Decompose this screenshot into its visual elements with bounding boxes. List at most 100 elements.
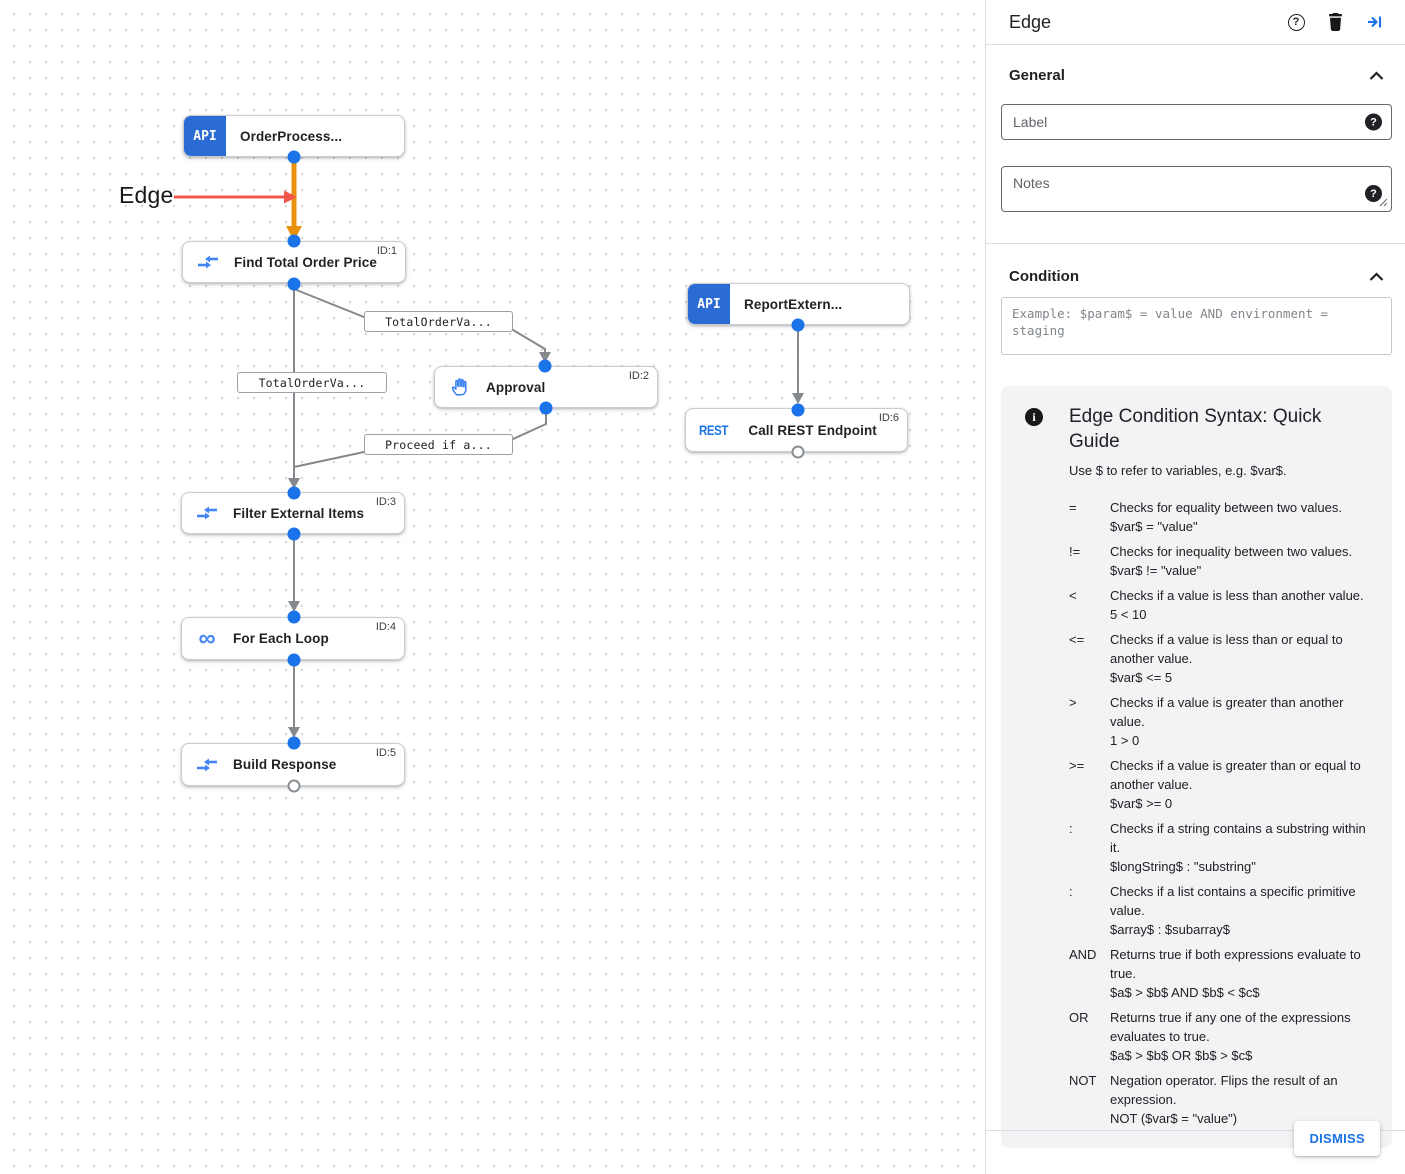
node-approval[interactable]: Approval ID:2 <box>434 366 658 408</box>
general-heading: General <box>1009 67 1065 84</box>
connection-point[interactable] <box>287 486 301 500</box>
edge-properties-panel: Edge ? General <box>985 0 1405 1174</box>
connection-point[interactable] <box>287 150 301 164</box>
panel-title: Edge <box>1009 11 1052 32</box>
connection-point[interactable] <box>791 403 805 417</box>
guide-row: <Checks if a value is less than another … <box>1069 586 1376 624</box>
connection-point[interactable] <box>287 277 301 291</box>
api-trigger-icon: API <box>184 116 226 156</box>
guide-row: :Checks if a list contains a specific pr… <box>1069 882 1376 939</box>
node-title: Find Total Order Price <box>234 254 377 270</box>
edges-layer <box>174 162 804 738</box>
help-icon[interactable]: ? <box>1286 12 1306 32</box>
guide-example: $var$ >= 0 <box>1110 796 1173 811</box>
guide-description: Negation operator. Flips the result of a… <box>1110 1073 1338 1107</box>
rest-icon: REST <box>699 422 728 438</box>
guide-row: > Checks if a value is greater than anoth… <box>1069 693 1376 750</box>
guide-operator: != <box>1069 544 1081 559</box>
collapse-panel-icon[interactable] <box>1364 12 1384 32</box>
notes-help-icon[interactable]: ? <box>1365 185 1382 202</box>
annotation-arrow <box>174 190 297 204</box>
guide-operator: NOT <box>1069 1073 1097 1088</box>
connection-point-open[interactable] <box>287 779 301 793</box>
condition-section: Condition i Edge Condition Syntax: Quick… <box>986 244 1405 1148</box>
node-id-badge: ID:6 <box>878 412 899 424</box>
node-title: Filter External Items <box>233 505 365 521</box>
guide-operator: AND <box>1069 947 1097 962</box>
guide-description: Checks if a value is less than or equal … <box>1110 632 1343 666</box>
guide-operator: OR <box>1069 1010 1089 1025</box>
connection-point[interactable] <box>287 527 301 541</box>
notes-field-wrapper: ? <box>1001 166 1392 217</box>
condition-syntax-guide-card: i Edge Condition Syntax: Quick Guide Use… <box>1001 386 1392 1148</box>
label-field-wrapper: ? <box>1001 104 1392 140</box>
guide-row: = Checks for equality between two values.… <box>1069 498 1376 536</box>
guide-example: $a$ > $b$ OR $b$ > $c$ <box>1110 1048 1253 1063</box>
guide-description: Checks for equality between two values. <box>1110 500 1342 515</box>
node-id-badge: ID:5 <box>375 747 396 759</box>
connection-point[interactable] <box>287 653 301 667</box>
connection-point-open[interactable] <box>791 445 805 459</box>
node-title: OrderProcess... <box>240 128 343 144</box>
hand-approval-icon <box>448 375 472 399</box>
guide-example: $a$ > $b$ AND $b$ < $c$ <box>1110 985 1260 1000</box>
edge-label-totalorderva-1[interactable]: TotalOrderVa... <box>364 311 513 332</box>
edge-approval-to-filter[interactable] <box>293 412 547 468</box>
guide-example: 5 < 10 <box>1110 607 1147 622</box>
resize-handle[interactable] <box>1379 194 1388 212</box>
condition-input[interactable] <box>1001 297 1392 355</box>
edge-selected-orange[interactable] <box>286 162 302 241</box>
node-title: For Each Loop <box>233 631 329 646</box>
delete-icon[interactable] <box>1325 12 1345 32</box>
dismiss-button[interactable]: DISMISS <box>1294 1121 1380 1156</box>
guide-example: $var$ = "value" <box>1110 519 1198 534</box>
label-help-icon[interactable]: ? <box>1365 113 1382 131</box>
guide-operator: = <box>1069 500 1077 515</box>
guide-description: Checks if a value is greater than or equ… <box>1110 758 1361 792</box>
node-title: Approval <box>486 379 546 395</box>
guide-row: OR Returns true if any one of the express… <box>1069 1008 1376 1065</box>
notes-input[interactable] <box>1001 166 1392 212</box>
edge-label-proceed-if[interactable]: Proceed if a... <box>364 434 513 455</box>
general-section: General ? ? <box>986 45 1405 244</box>
guide-example: $array$ : $subarray$ <box>1110 922 1230 937</box>
connection-point[interactable] <box>539 401 553 415</box>
guide-example: $var$ != "value" <box>1110 563 1202 578</box>
collapse-general-chevron-icon[interactable] <box>1369 70 1384 81</box>
guide-row: !=Checks for inequality between two valu… <box>1069 542 1376 580</box>
label-input[interactable] <box>1001 104 1392 140</box>
guide-description: Returns true if any one of the expressio… <box>1110 1010 1351 1044</box>
guide-description: Returns true if both expressions evaluat… <box>1110 947 1361 981</box>
node-id-badge: ID:3 <box>375 496 396 508</box>
arrowhead <box>288 727 300 738</box>
edge-find-to-approval[interactable] <box>293 288 546 353</box>
collapse-condition-chevron-icon[interactable] <box>1369 271 1384 282</box>
arrowhead <box>792 393 804 404</box>
guide-rows: = Checks for equality between two values.… <box>1069 498 1376 1128</box>
node-reportextern-trigger[interactable]: API ReportExtern... <box>687 283 910 325</box>
connection-point[interactable] <box>287 234 301 248</box>
guide-example: NOT ($var$ = "value") <box>1110 1111 1238 1126</box>
connection-point[interactable] <box>791 318 805 332</box>
node-id-badge: ID:2 <box>628 370 649 382</box>
connection-point[interactable] <box>287 736 301 750</box>
node-title: Call REST Endpoint <box>748 422 877 438</box>
workflow-canvas[interactable]: API OrderProcess... Find Total Order Pri… <box>0 0 985 1174</box>
guide-operator: : <box>1069 821 1073 836</box>
guide-description: Checks if a value is greater than anothe… <box>1110 695 1344 729</box>
edge-label-totalorderva-2[interactable]: TotalOrderVa... <box>237 372 387 393</box>
connection-point[interactable] <box>538 359 552 373</box>
api-trigger-icon: API <box>688 284 730 324</box>
guide-operator: > <box>1069 695 1077 710</box>
guide-operator: : <box>1069 884 1073 899</box>
guide-row: NOT Negation operator. Flips the result o… <box>1069 1071 1376 1128</box>
node-orderprocess-trigger[interactable]: API OrderProcess... <box>183 115 405 157</box>
node-find-total-order-price[interactable]: Find Total Order Price ID:1 <box>182 241 406 283</box>
footer-divider <box>986 1130 1405 1131</box>
node-build-response[interactable]: Build Response ID:5 <box>181 743 405 786</box>
guide-row: >=Checks if a value is greater than or e… <box>1069 756 1376 813</box>
guide-example: 1 > 0 <box>1110 733 1140 748</box>
connection-point[interactable] <box>287 610 301 624</box>
arrowhead <box>539 352 551 363</box>
